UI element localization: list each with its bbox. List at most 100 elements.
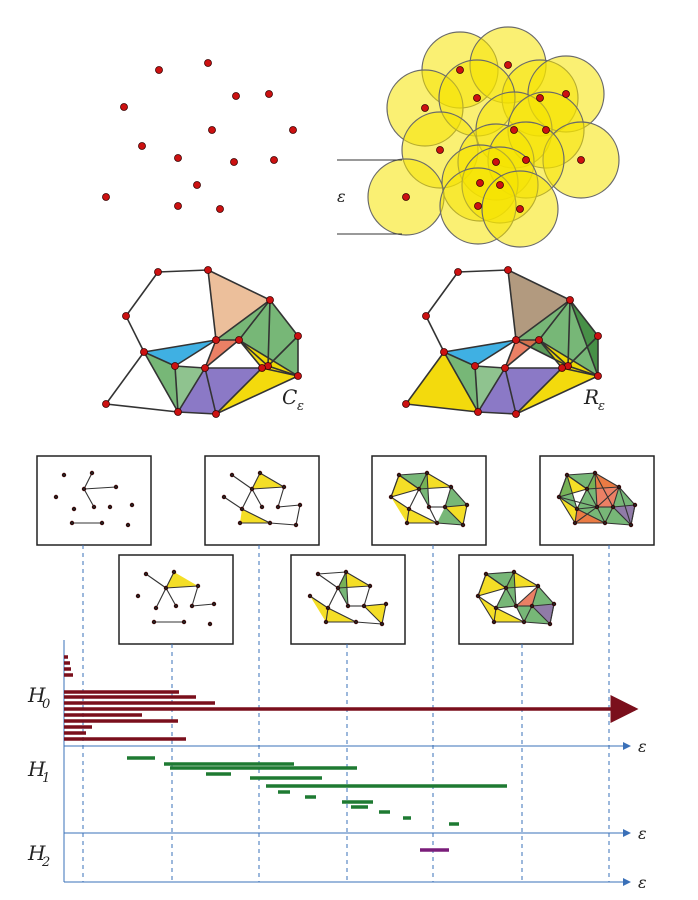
edge xyxy=(238,299,271,341)
panel-vertex xyxy=(125,522,131,528)
panel-vertex xyxy=(610,504,616,510)
edge xyxy=(238,339,269,367)
edge xyxy=(444,486,452,508)
edge xyxy=(191,585,199,607)
panel-vertex xyxy=(448,484,454,490)
vertex xyxy=(212,410,220,418)
panel-vertex xyxy=(396,472,402,478)
edge xyxy=(215,299,271,341)
panel-simplex xyxy=(486,572,514,588)
vertex xyxy=(102,400,110,408)
edge xyxy=(398,474,420,490)
edge xyxy=(558,474,568,498)
panel-vertex xyxy=(293,522,299,528)
panel-simplex xyxy=(506,572,516,606)
vertex xyxy=(504,266,512,274)
panel-vertex xyxy=(307,593,313,599)
edge xyxy=(538,339,569,367)
h2-label-sub: 2 xyxy=(41,855,50,870)
edge xyxy=(507,269,517,341)
panel-vertex xyxy=(53,494,59,500)
panel-vertex xyxy=(195,583,201,589)
panel-simplex xyxy=(310,596,328,622)
vertex xyxy=(235,336,243,344)
panel-vertex xyxy=(483,571,489,577)
panel-vertex xyxy=(259,504,265,510)
edge xyxy=(504,339,517,369)
edge xyxy=(444,506,464,526)
edge xyxy=(83,486,117,490)
edge xyxy=(390,496,410,510)
cech-label-sub: ε xyxy=(297,399,304,414)
edge xyxy=(317,573,339,589)
panel-simplex xyxy=(524,606,550,624)
disk-center xyxy=(456,66,464,74)
edge xyxy=(505,585,539,589)
edge xyxy=(515,367,563,415)
edge xyxy=(450,486,468,506)
edge xyxy=(618,486,636,506)
vertex xyxy=(258,364,266,372)
edge xyxy=(443,351,479,413)
edge xyxy=(566,474,578,510)
h1-label: H xyxy=(27,757,46,781)
vertex xyxy=(471,362,479,370)
cloud-point xyxy=(204,59,212,67)
panel-vertex xyxy=(406,506,412,512)
edge xyxy=(523,605,533,623)
panel-vertex xyxy=(143,571,149,577)
edge xyxy=(363,585,371,607)
edge xyxy=(596,506,606,524)
edge xyxy=(444,504,468,508)
edge xyxy=(309,595,329,609)
simplex-purple xyxy=(205,368,262,414)
panel-vertex xyxy=(521,619,527,625)
panel-simplex xyxy=(445,487,467,507)
vertex xyxy=(474,408,482,416)
edge xyxy=(558,488,588,498)
edge xyxy=(604,522,632,526)
edge xyxy=(558,496,578,510)
edge xyxy=(105,351,145,405)
panel-vertex xyxy=(556,494,562,500)
vertex xyxy=(454,268,462,276)
panel-vertex xyxy=(551,601,557,607)
edge xyxy=(630,504,636,526)
edge xyxy=(618,486,632,526)
edge xyxy=(515,585,539,607)
edge xyxy=(204,339,240,369)
h1-axis-label: ε xyxy=(638,824,647,843)
panel-simplex xyxy=(613,487,635,507)
panel-vertex xyxy=(594,504,600,510)
edge xyxy=(381,603,387,625)
edge xyxy=(337,587,349,607)
panel-vertex xyxy=(81,486,87,492)
panel-simplex xyxy=(567,473,595,489)
edge xyxy=(566,472,596,476)
filtration-panel xyxy=(204,455,320,546)
disk-center xyxy=(504,61,512,69)
filtration-panel xyxy=(118,554,234,645)
edge xyxy=(277,504,301,508)
h2-label: H xyxy=(27,841,46,865)
panel-vertex xyxy=(153,605,159,611)
panel-vertex xyxy=(91,504,97,510)
edge xyxy=(295,504,301,526)
filtration-guides xyxy=(82,545,610,882)
panel-vertex xyxy=(267,520,273,526)
edge xyxy=(105,403,179,413)
panel-simplex xyxy=(419,473,429,507)
simplex-green xyxy=(175,366,205,412)
edge xyxy=(207,269,217,341)
edge xyxy=(418,488,430,508)
edge xyxy=(462,504,468,526)
cloud-point xyxy=(120,103,128,111)
vertex xyxy=(402,400,410,408)
simplex-hex xyxy=(539,300,570,366)
edge xyxy=(507,269,571,301)
point-cloud xyxy=(102,59,297,213)
h1-label-sub: 1 xyxy=(42,771,50,786)
cloud-point xyxy=(270,156,278,164)
edge xyxy=(345,571,371,587)
edge xyxy=(477,573,487,597)
